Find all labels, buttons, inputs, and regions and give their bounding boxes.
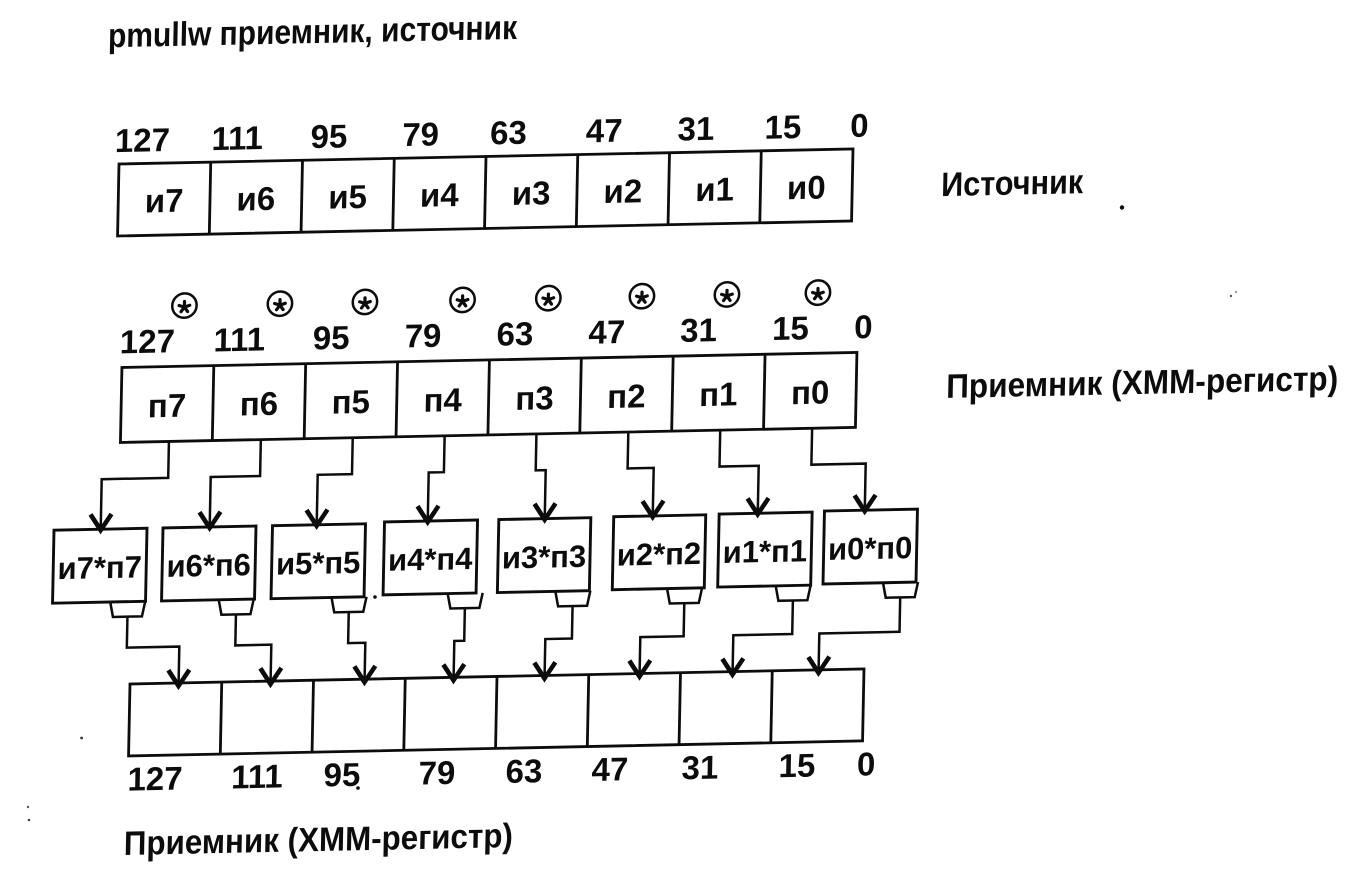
- svg-text:31: 31: [680, 311, 717, 349]
- svg-text:15: 15: [778, 746, 815, 784]
- svg-text:и5*п5: и5*п5: [276, 545, 361, 582]
- svg-text:31: 31: [681, 748, 718, 786]
- svg-text:и0: и0: [787, 169, 826, 207]
- svg-text:127: 127: [127, 759, 183, 797]
- svg-text:127: 127: [120, 322, 176, 360]
- svg-text:47: 47: [588, 313, 625, 351]
- svg-text:0: 0: [854, 308, 873, 345]
- svg-text:п4: п4: [423, 381, 463, 419]
- svg-text:47: 47: [586, 112, 623, 150]
- svg-text:79: 79: [402, 115, 439, 153]
- svg-text:47: 47: [591, 750, 628, 788]
- svg-text:63: 63: [490, 114, 527, 152]
- svg-text:111: 111: [231, 757, 283, 795]
- svg-text:0: 0: [857, 745, 876, 782]
- svg-text:95: 95: [310, 117, 347, 155]
- svg-text:63: 63: [496, 315, 533, 353]
- svg-text:и6: и6: [236, 180, 275, 218]
- svg-text:и7*п7: и7*п7: [57, 549, 142, 586]
- svg-text:и3*п3: и3*п3: [502, 539, 587, 576]
- svg-text:63: 63: [505, 752, 542, 790]
- svg-text:Источник: Источник: [941, 163, 1085, 204]
- svg-text:и0*п0: и0*п0: [828, 530, 913, 567]
- svg-text:15: 15: [764, 108, 801, 146]
- svg-text:111: 111: [211, 119, 263, 157]
- svg-text:Приемник (XMM-регистр): Приемник (XMM-регистр): [124, 817, 514, 863]
- svg-text:и4*п4: и4*п4: [388, 541, 474, 578]
- svg-text:pmullw приемник, источник: pmullw приемник, источник: [108, 9, 519, 55]
- svg-text:и2*п2: и2*п2: [616, 536, 701, 573]
- svg-text:и1: и1: [695, 170, 734, 208]
- svg-text:0: 0: [850, 107, 869, 144]
- svg-text:п2: п2: [607, 377, 646, 415]
- svg-text:95: 95: [313, 319, 350, 357]
- svg-text:95: 95: [323, 756, 360, 794]
- svg-text:Приемник (XMM-регистр): Приемник (XMM-регистр): [946, 360, 1339, 406]
- svg-text:и7: и7: [144, 182, 183, 220]
- svg-text:127: 127: [115, 121, 171, 159]
- svg-text:79: 79: [418, 754, 455, 792]
- svg-text:31: 31: [677, 110, 714, 148]
- svg-text:п7: п7: [148, 387, 187, 425]
- svg-text:п0: п0: [791, 373, 830, 411]
- svg-text:п3: п3: [515, 379, 554, 417]
- svg-text:и6*п6: и6*п6: [166, 547, 251, 584]
- svg-text:и3: и3: [511, 174, 550, 212]
- svg-text:п6: п6: [239, 385, 278, 423]
- svg-text:15: 15: [772, 309, 809, 347]
- svg-text:и4: и4: [420, 176, 460, 214]
- svg-text:п5: п5: [331, 383, 370, 421]
- svg-text:п1: п1: [699, 375, 738, 413]
- svg-text:и1*п1: и1*п1: [722, 533, 807, 570]
- svg-text:и5: и5: [328, 178, 367, 216]
- svg-text:и2: и2: [603, 172, 642, 210]
- svg-text:79: 79: [404, 317, 441, 355]
- svg-text:111: 111: [213, 320, 265, 358]
